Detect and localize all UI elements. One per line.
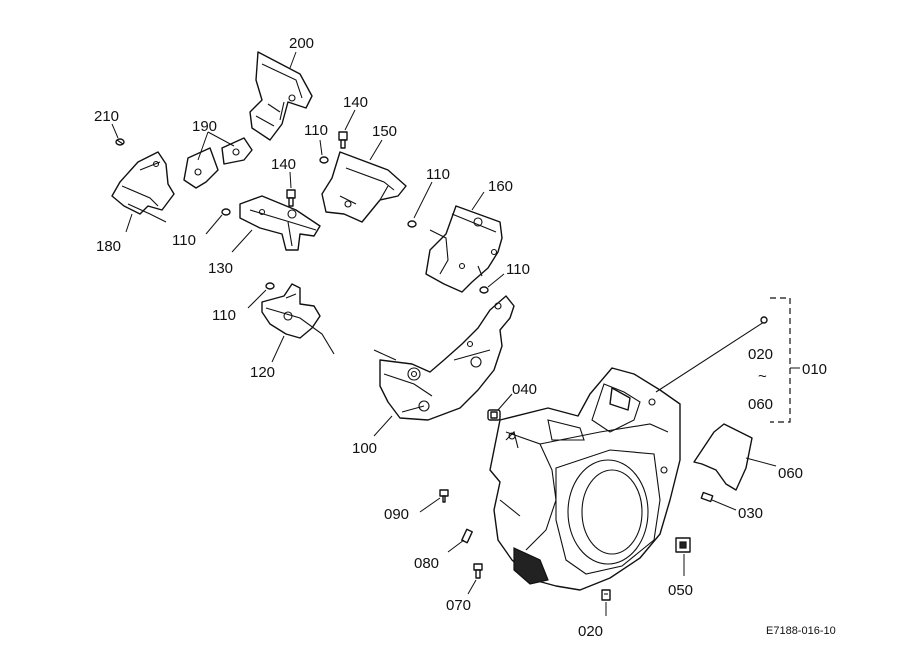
callout-120: 120	[250, 364, 275, 381]
callout-040: 040	[512, 381, 537, 398]
drawing-code: E7188-016-10	[766, 625, 836, 637]
part-140-bolt-lower	[286, 189, 296, 207]
callout-tilde: ~	[758, 368, 767, 385]
part-110-nut-a	[319, 156, 329, 164]
part-110-nut-b	[221, 208, 231, 216]
part-160-bracket	[425, 205, 503, 293]
part-110-nut-c	[407, 220, 417, 228]
part-020-grommet	[601, 589, 611, 601]
part-110-nut-d	[479, 286, 489, 294]
part-050-clip	[675, 537, 691, 553]
callout-060-range: 060	[748, 396, 773, 413]
part-140-bolt-upper	[338, 131, 348, 149]
callout-110-b: 110	[426, 166, 450, 183]
part-070-bolt	[473, 563, 483, 579]
callout-080: 080	[414, 555, 439, 572]
part-030-screw	[700, 491, 714, 503]
callout-110-c: 110	[506, 261, 530, 278]
part-040-clip	[487, 409, 501, 421]
part-210-bolt	[115, 138, 125, 146]
part-120-bracket	[261, 283, 335, 355]
callout-110-e: 110	[212, 307, 236, 324]
part-060-plate	[693, 423, 753, 491]
part-090-screw	[439, 489, 449, 503]
part-080-screw	[461, 528, 473, 544]
part-130-bracket	[239, 195, 321, 251]
part-200-bracket	[249, 51, 313, 141]
callout-200: 200	[289, 35, 314, 52]
callout-160: 160	[488, 178, 513, 195]
callout-060: 060	[778, 465, 803, 482]
callout-050: 050	[668, 582, 693, 599]
range-bracket	[770, 297, 800, 423]
callout-150: 150	[372, 123, 397, 140]
part-190-plates	[183, 137, 253, 189]
part-110-nut-e	[265, 282, 275, 290]
callout-140-lower: 140	[271, 156, 296, 173]
callout-190: 190	[192, 118, 217, 135]
callout-090: 090	[384, 506, 409, 523]
callout-180: 180	[96, 238, 121, 255]
callout-020-range: 020	[748, 346, 773, 363]
callout-labels: 200 210 190 140 110 150 140 110 160 110 …	[94, 35, 836, 640]
callout-110-d: 110	[172, 232, 196, 249]
part-150-bracket	[321, 151, 407, 223]
part-100-bracket	[373, 295, 515, 421]
part-180-bracket	[111, 151, 175, 223]
callout-100: 100	[352, 440, 377, 457]
callout-010: 010	[802, 361, 827, 378]
callout-030: 030	[738, 505, 763, 522]
callout-110-a: 110	[304, 122, 328, 139]
callout-210: 210	[94, 108, 119, 125]
callout-020: 020	[578, 623, 603, 640]
callout-140-upper: 140	[343, 94, 368, 111]
callout-070: 070	[446, 597, 471, 614]
part-010-shroud	[489, 316, 768, 591]
callout-130: 130	[208, 260, 233, 277]
